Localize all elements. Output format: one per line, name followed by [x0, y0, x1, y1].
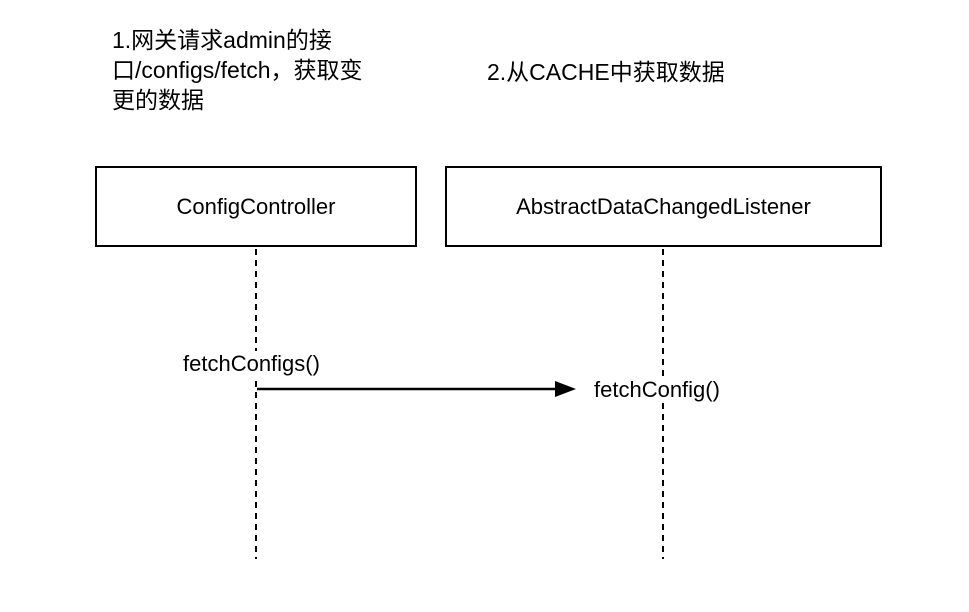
participant-config-controller: ConfigController: [95, 166, 417, 247]
participant-config-controller-label: ConfigController: [176, 193, 336, 219]
annotation-note-1: 1.网关请求admin的接 口/configs/fetch，获取变 更的数据: [112, 27, 363, 113]
annotation-note-2: 2.从CACHE中获取数据: [487, 59, 725, 85]
message-label-fetch-config: fetchConfig(): [592, 377, 722, 403]
participant-abstract-data-changed-listener: AbstractDataChangedListener: [445, 166, 882, 247]
message-arrowhead-icon: [555, 381, 576, 397]
participant-abstract-data-changed-listener-label: AbstractDataChangedListener: [516, 193, 811, 219]
message-label-fetch-configs: fetchConfigs(): [181, 351, 322, 377]
